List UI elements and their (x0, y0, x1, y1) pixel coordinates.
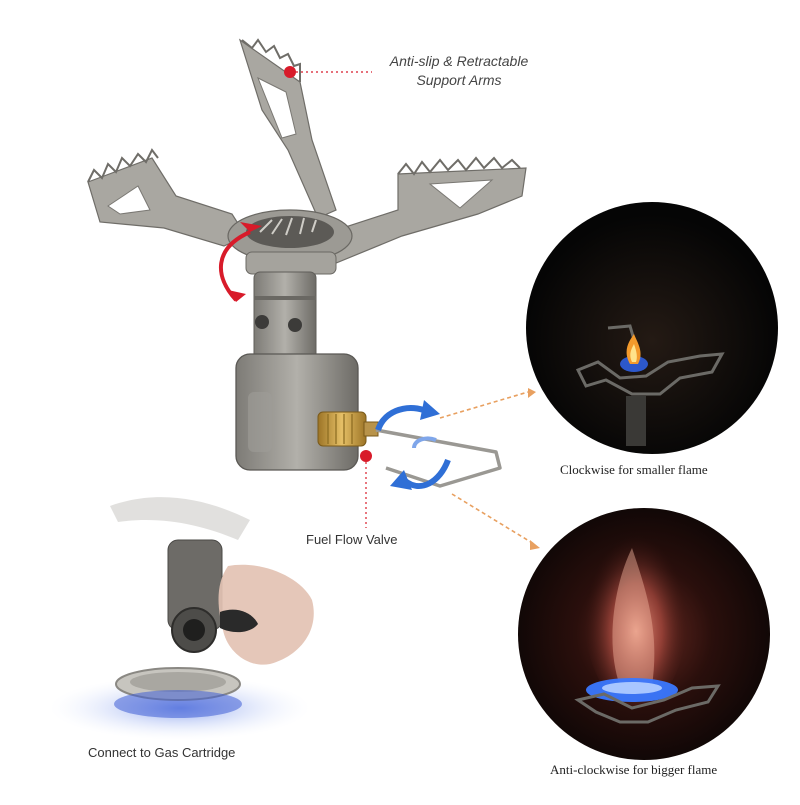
callout-markers (284, 66, 372, 528)
big-flame-caption: Anti-clockwise for bigger flame (550, 762, 718, 777)
cartridge-label: Connect to Gas Cartridge (88, 745, 236, 760)
orange-pointer-arrow-icon (439, 391, 535, 545)
big-flame-photo (518, 508, 770, 760)
support-arms-callout-dot (284, 66, 296, 78)
hand (218, 564, 314, 665)
support-arm-left (87, 157, 247, 247)
brass-valve-fitting (317, 411, 379, 447)
support-arms-label-line1: Anti-slip & Retractable (389, 53, 529, 69)
fuel-valve-callout-dot (360, 450, 372, 462)
support-arms-label-line2: Support Arms (416, 72, 502, 88)
support-arms-callout: Anti-slip & Retractable Support Arms (354, 52, 564, 90)
fuel-valve-label: Fuel Flow Valve (306, 532, 398, 547)
small-flame-caption: Clockwise for smaller flame (560, 462, 708, 477)
cartridge-connection-photo (50, 497, 314, 740)
blue-rotation-arrows-icon (375, 400, 451, 490)
stove-illustration (87, 38, 527, 488)
small-flame-photo (526, 202, 778, 454)
red-curved-rotation-arrow-icon (219, 222, 262, 302)
valve-wire-handle (375, 428, 502, 488)
